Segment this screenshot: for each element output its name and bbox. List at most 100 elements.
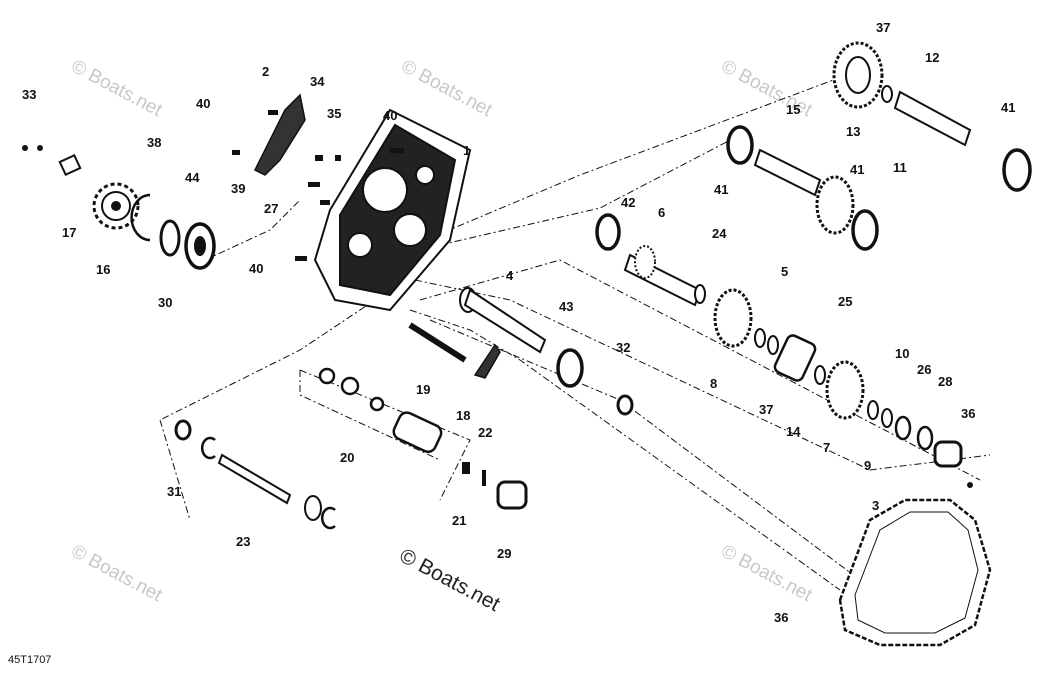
callout-label: 7	[823, 440, 830, 455]
callout-label: 29	[497, 546, 511, 561]
callout-label: 2	[262, 64, 269, 79]
callout-label: 9	[864, 458, 871, 473]
needle-bearing	[933, 440, 963, 468]
callout-label: 13	[846, 124, 860, 139]
bearing	[595, 213, 621, 251]
washer	[304, 495, 322, 521]
bearing	[556, 348, 584, 388]
callout-label: 30	[158, 295, 172, 310]
oil-seal	[174, 419, 192, 441]
callout-label: 15	[786, 102, 800, 117]
crankcase-housing	[313, 108, 472, 312]
idler-shaft	[217, 453, 292, 505]
callout-label: 37	[759, 402, 773, 417]
callout-label: 44	[185, 170, 200, 185]
watermark-text: © Boats.net	[718, 56, 816, 122]
shift-arm	[253, 93, 306, 176]
callout-label: 32	[616, 340, 630, 355]
callout-label: 25	[838, 294, 852, 309]
callout-label: 17	[62, 225, 76, 240]
output-gear	[832, 41, 884, 109]
callout-label: 22	[478, 425, 492, 440]
callout-label: 34	[310, 74, 325, 89]
watermark-text: © Boats.net	[398, 56, 496, 122]
callout-label: 19	[416, 382, 430, 397]
callout-label: 36	[961, 406, 975, 421]
input-gear	[634, 245, 656, 279]
callout-label: 35	[327, 106, 341, 121]
callout-label: 36	[774, 610, 788, 625]
watermark-text: © Boats.net	[718, 541, 816, 607]
callout-label: 41	[714, 182, 728, 197]
reverse-gear	[713, 288, 753, 348]
washer	[814, 365, 826, 385]
bearing-bore	[194, 236, 206, 256]
callout-label: 5	[781, 264, 788, 279]
bearing	[1002, 148, 1032, 192]
output-shaft	[893, 90, 972, 147]
callout-label: 28	[938, 374, 952, 389]
countershaft-gear	[815, 175, 855, 235]
callout-label: 38	[147, 135, 161, 150]
washer	[767, 335, 779, 355]
callout-label: 4	[506, 268, 514, 283]
copyright-credit: © Boats.net	[396, 544, 504, 616]
fasteners	[22, 110, 404, 261]
watermark-text: © Boats.net	[68, 541, 166, 607]
bearing	[851, 209, 879, 251]
side-cover-gasket	[854, 511, 979, 634]
washer	[881, 408, 893, 428]
callout-label: 14	[786, 424, 801, 439]
callout-label: 40	[249, 261, 263, 276]
callout-label: 41	[1001, 100, 1015, 115]
thrust-washer	[881, 85, 893, 103]
guide-pin	[408, 322, 467, 363]
callout-label: 23	[236, 534, 250, 549]
oil-seal	[616, 394, 634, 416]
callout-label: 37	[876, 20, 890, 35]
callout-label: 42	[621, 195, 635, 210]
callout-label: 24	[712, 226, 727, 241]
callout-label: 10	[895, 346, 909, 361]
callout-label: 43	[559, 299, 573, 314]
callout-label: 33	[22, 87, 36, 102]
shift-shaft	[463, 288, 547, 354]
sprocket-nut	[58, 153, 82, 177]
dog-clutch	[773, 334, 817, 382]
callout-label: 1	[463, 143, 470, 158]
callout-label: 12	[925, 50, 939, 65]
snap-ring	[321, 506, 336, 530]
bearing	[726, 125, 754, 165]
callout-label: 8	[710, 376, 717, 391]
callout-label: 21	[452, 513, 466, 528]
countershaft	[753, 148, 822, 197]
pin	[967, 482, 973, 488]
washer	[754, 328, 766, 348]
bushing	[496, 480, 528, 510]
side-cover	[838, 498, 992, 647]
callout-label: 18	[456, 408, 470, 423]
spacer	[916, 425, 934, 451]
shift-drum-parts	[318, 367, 486, 486]
callout-label: 27	[264, 201, 278, 216]
callout-label: 40	[196, 96, 210, 111]
circlip	[130, 193, 151, 242]
callout-label: 20	[340, 450, 354, 465]
washer	[694, 284, 706, 304]
watermark-text: © Boats.net	[68, 56, 166, 122]
washer	[867, 400, 879, 420]
callout-label: 16	[96, 262, 110, 277]
shift-fork	[473, 343, 501, 379]
sprocket	[92, 182, 140, 230]
callout-label: 31	[167, 484, 181, 499]
spacer	[894, 415, 912, 441]
forward-gear	[825, 360, 865, 420]
callout-label: 3	[872, 498, 879, 513]
callout-label: 26	[917, 362, 931, 377]
callout-label: 39	[231, 181, 245, 196]
callout-label: 11	[893, 160, 907, 175]
callout-labels: 1 2 3 4 5 6 7 8 9 10 11 12 13 14 15 16 1…	[22, 20, 1015, 625]
oil-seal	[159, 219, 181, 257]
